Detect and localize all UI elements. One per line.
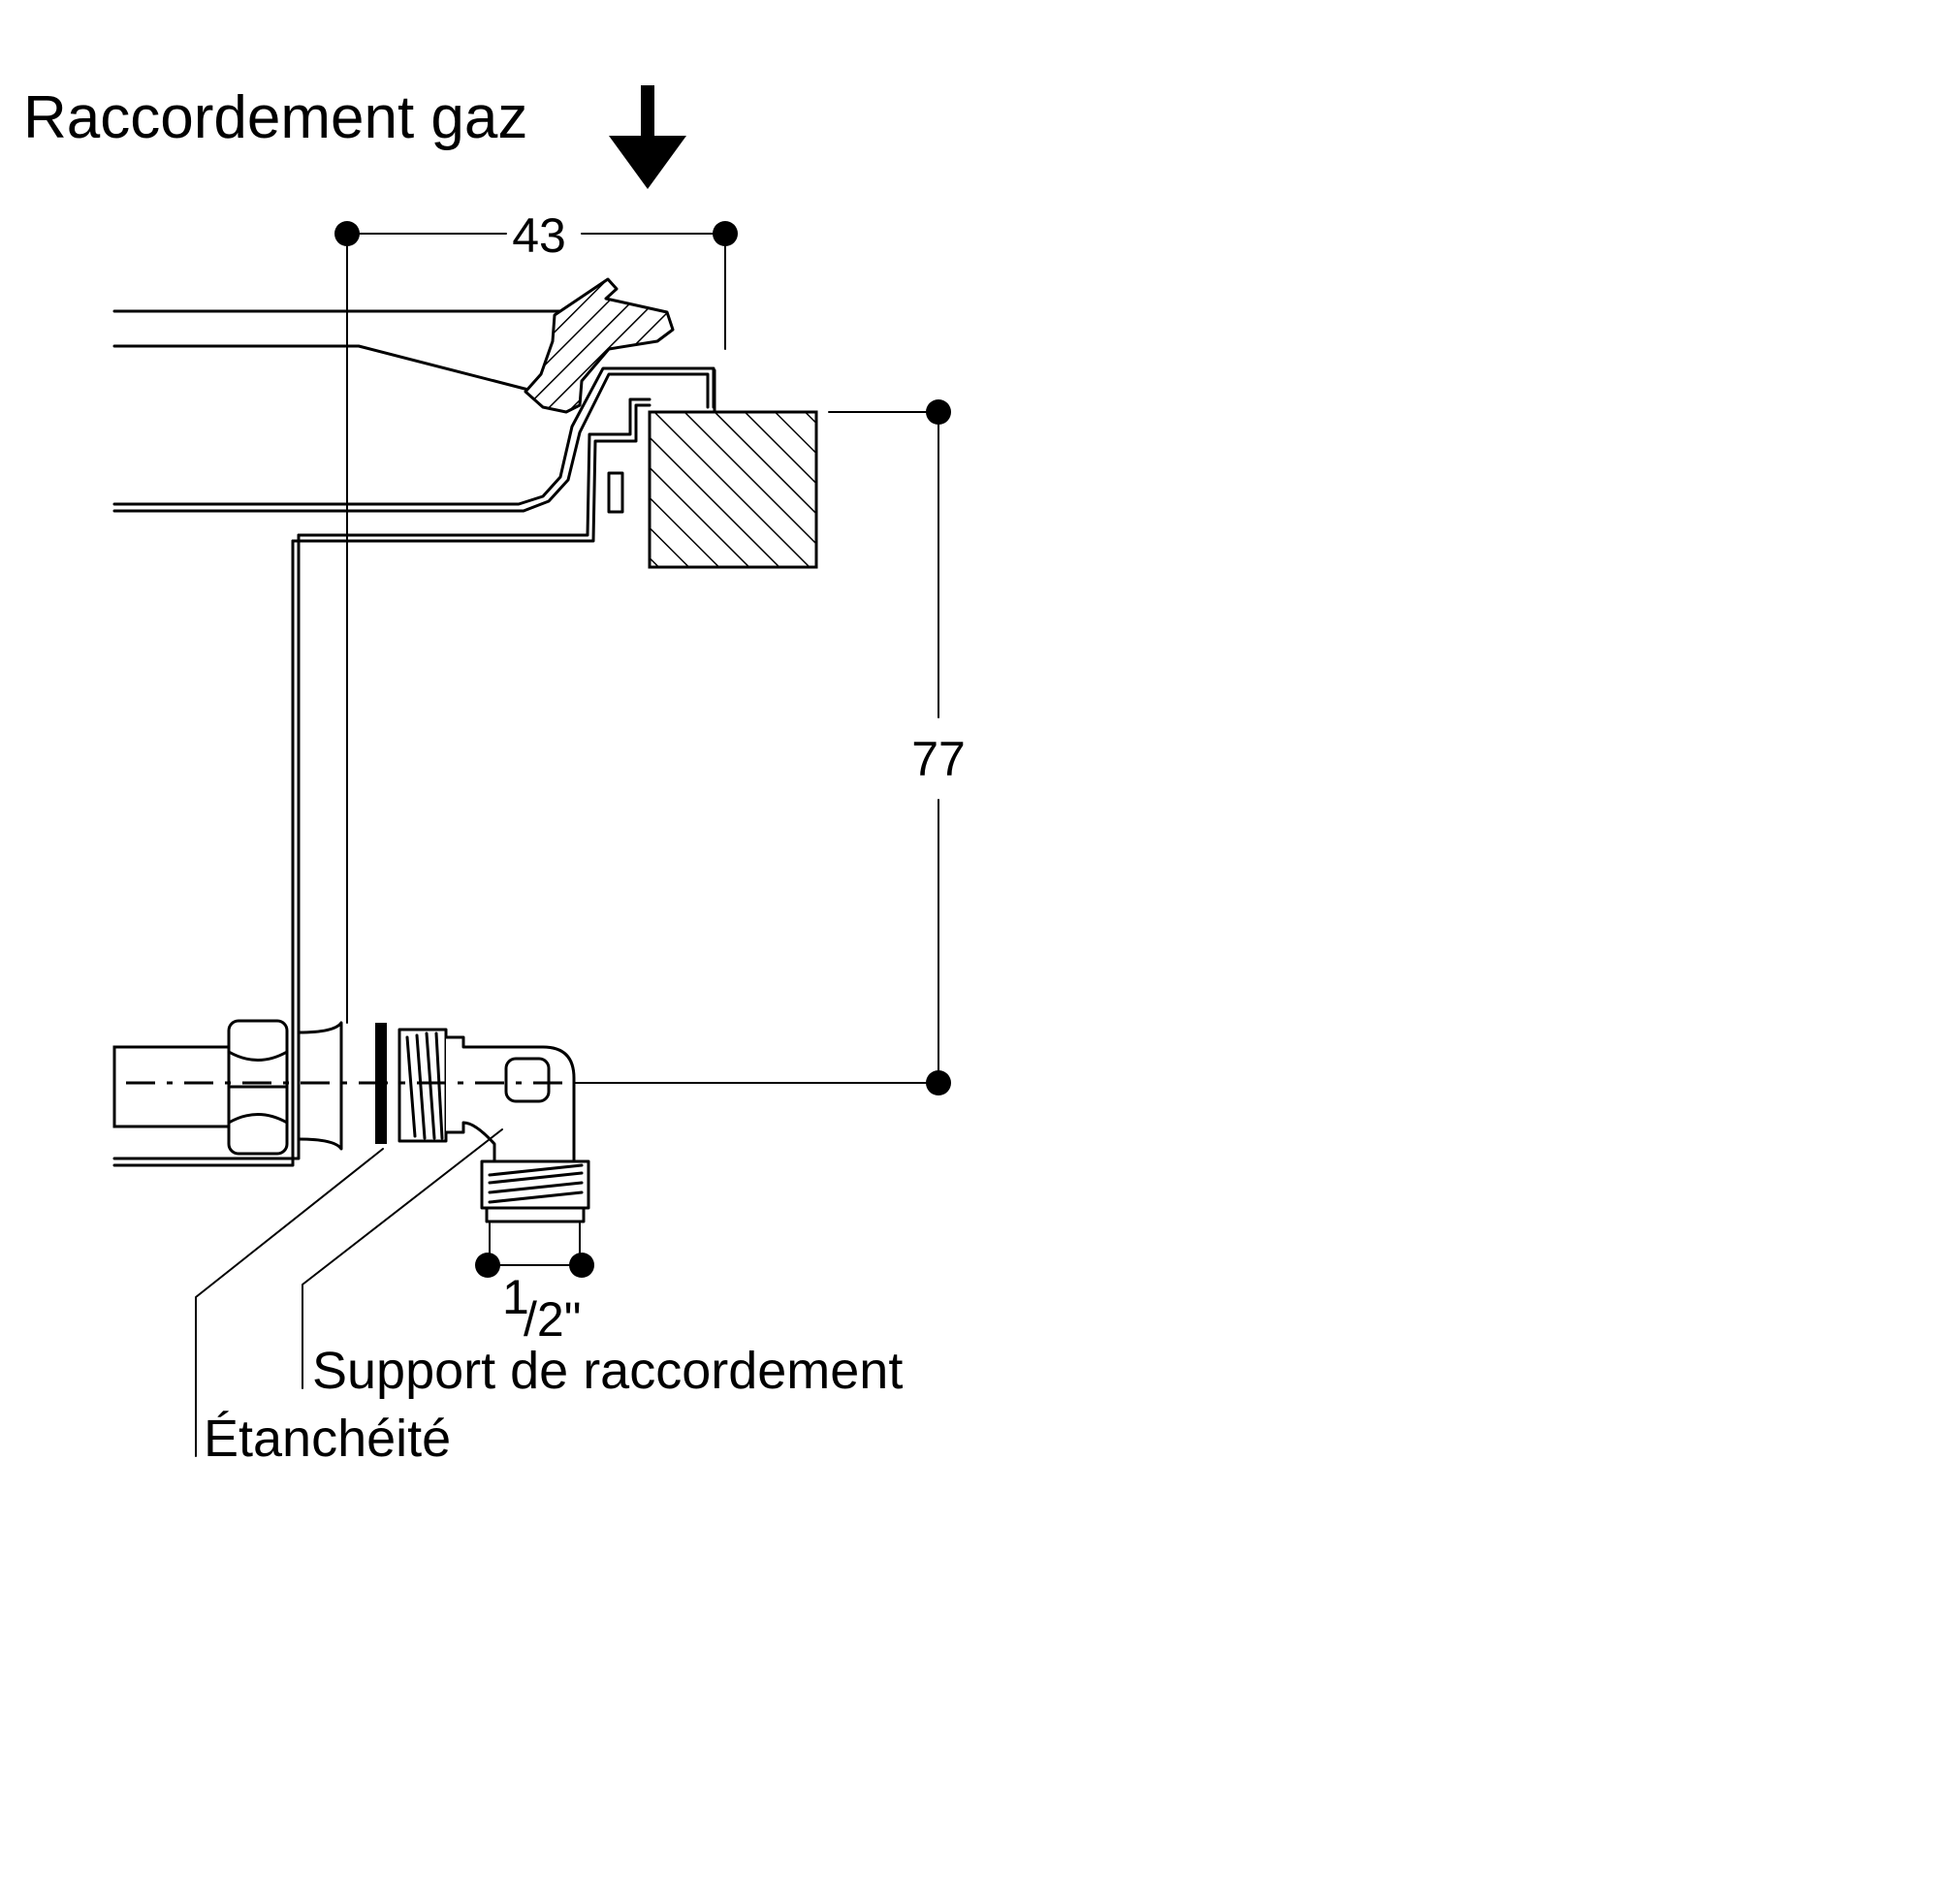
hex-nut (227, 1019, 289, 1156)
dimension-thread-num: 1 (502, 1270, 529, 1324)
hob-plate (112, 309, 564, 392)
dimension-width-label: 43 (512, 208, 566, 263)
gas-pipe (112, 1045, 231, 1128)
dimension-height-label: 77 (911, 732, 966, 786)
clamp-profile (524, 277, 675, 414)
dimension-height: 77 (571, 399, 966, 1095)
connection-support (397, 1028, 590, 1223)
diagram-title: Raccordement gaz (23, 84, 527, 151)
leader-support (302, 1128, 503, 1389)
flange-fitting (297, 1021, 343, 1151)
leader-seal (195, 1148, 384, 1457)
dimension-thread: 1 /2" (475, 1222, 594, 1347)
dimension-width: 43 (334, 208, 738, 1024)
arrow-down-icon (609, 85, 686, 189)
dimension-thread-den: /2" (524, 1292, 581, 1347)
label-seal: Étanchéité (204, 1410, 451, 1468)
mounting-bracket (112, 366, 715, 1167)
worktop-block (648, 410, 818, 569)
label-connection-support: Support de raccordement (312, 1342, 903, 1400)
